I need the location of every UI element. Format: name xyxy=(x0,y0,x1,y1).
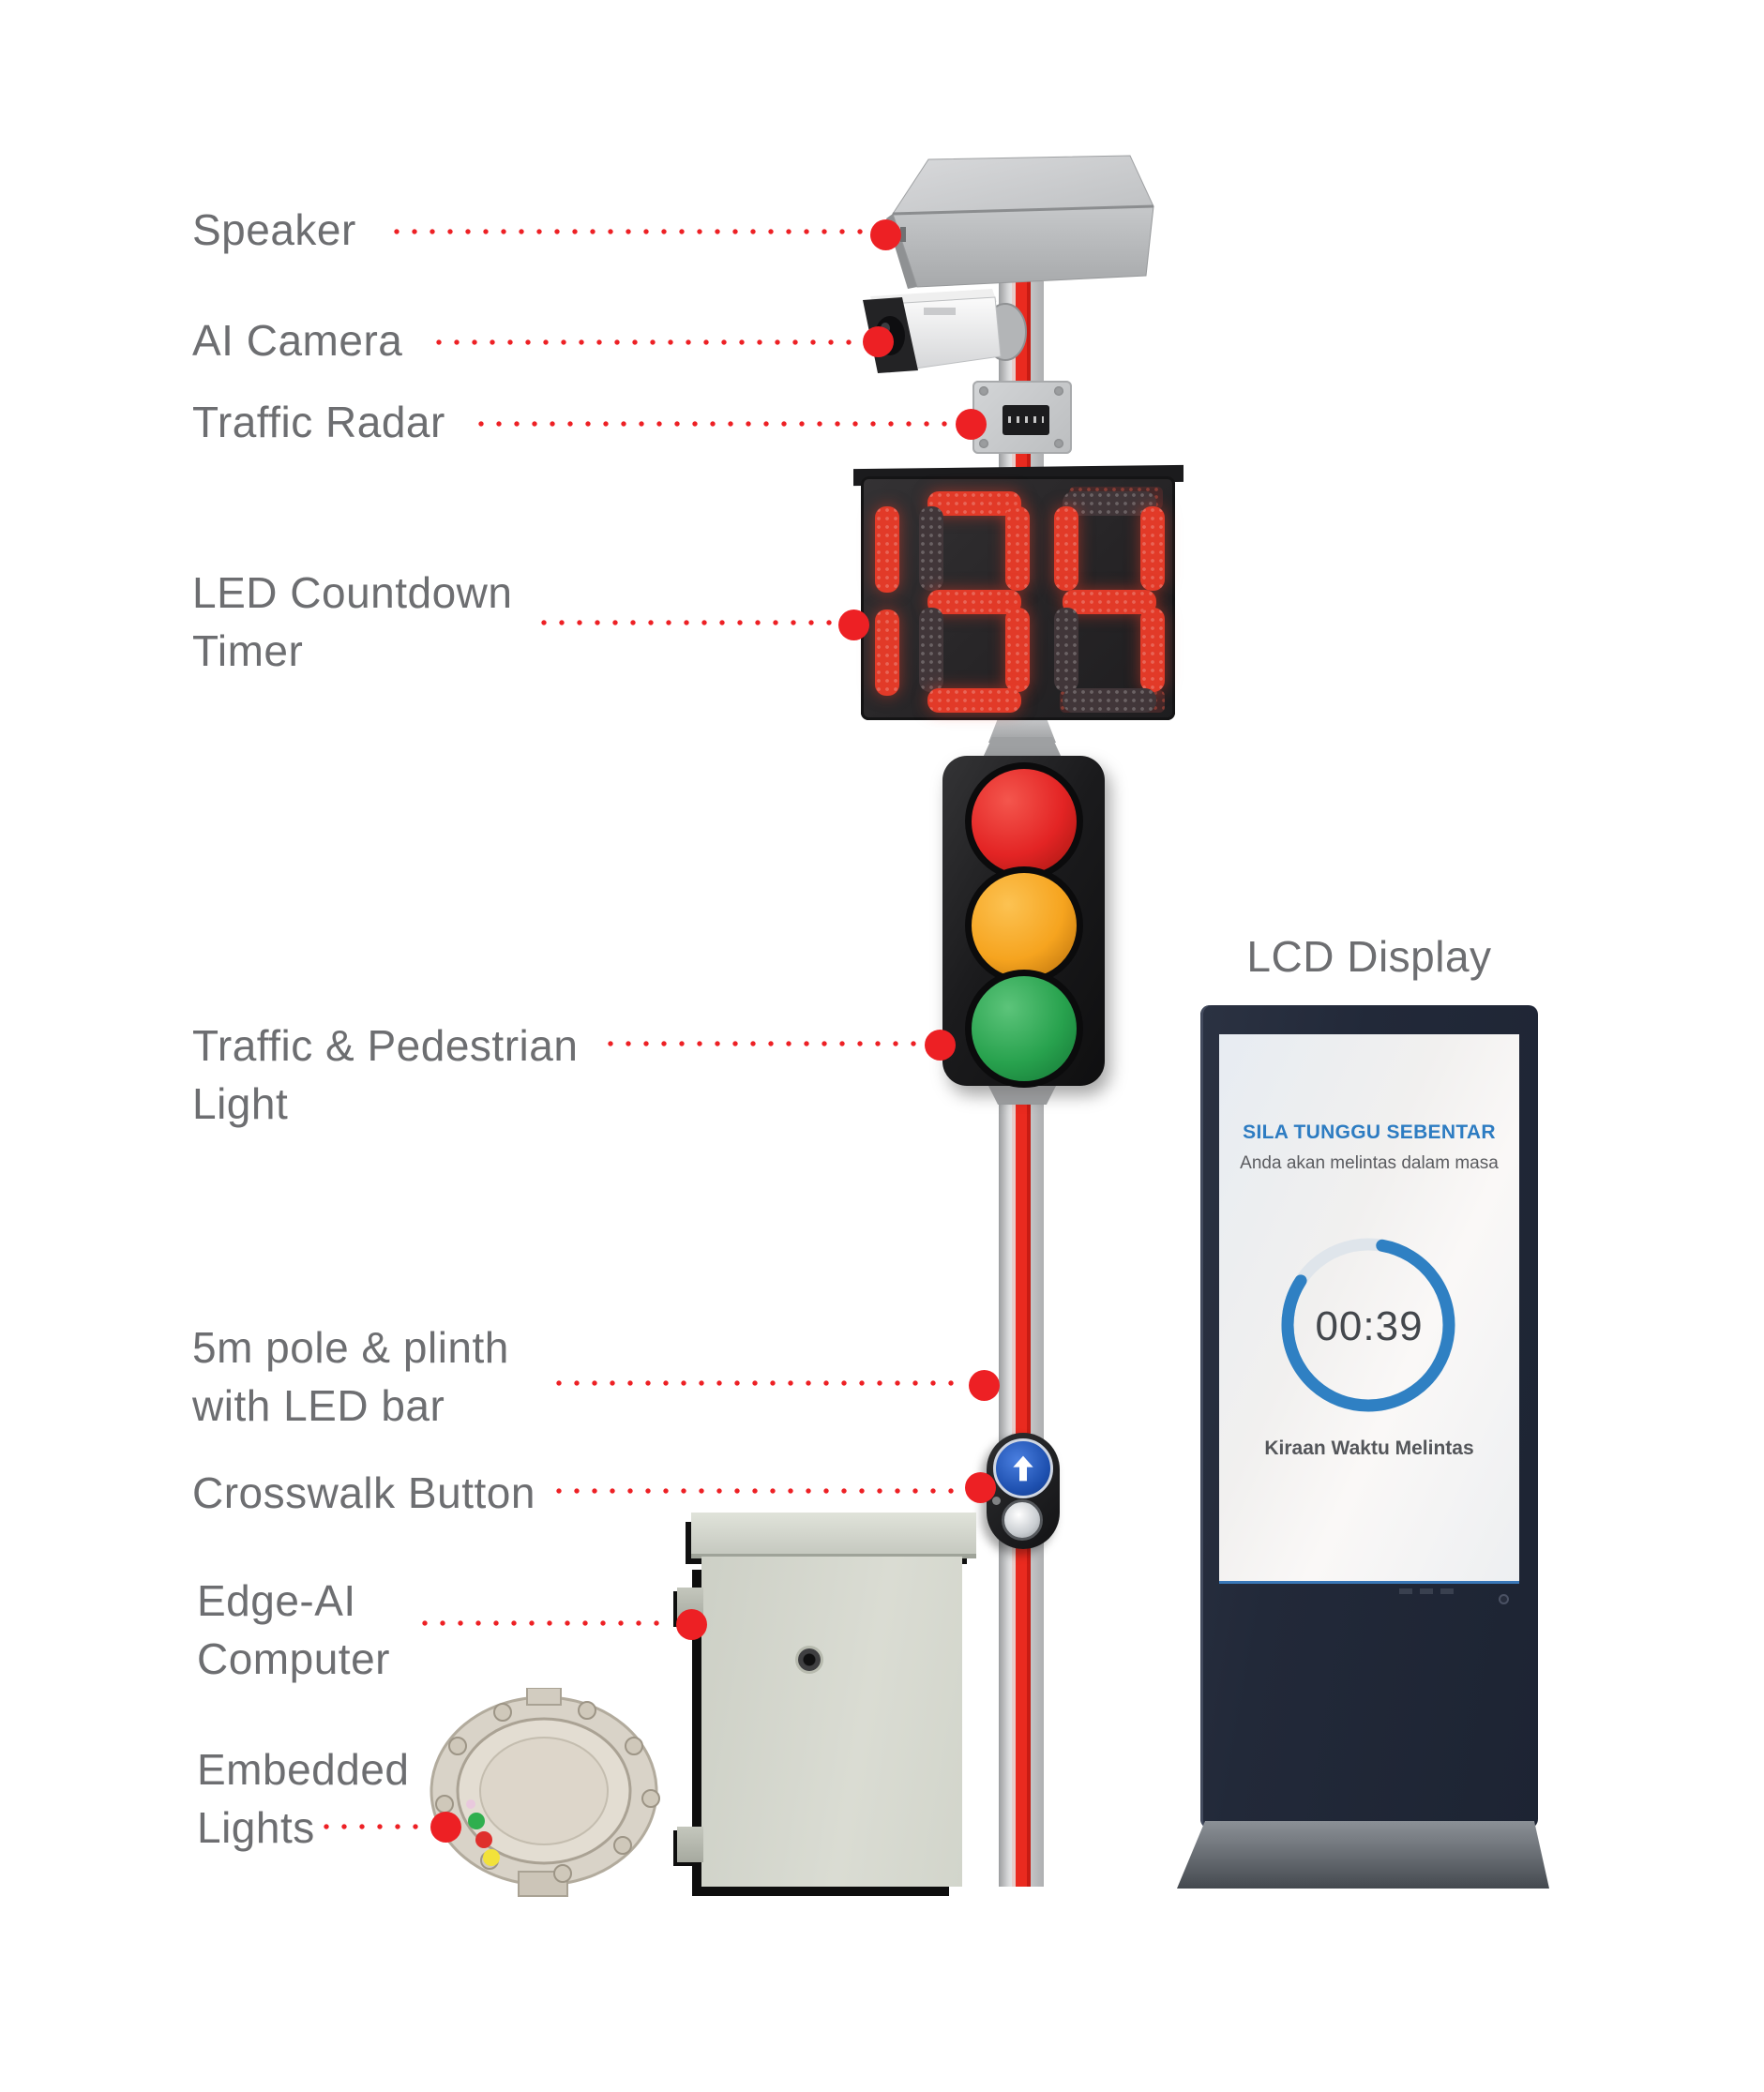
leader-crosswalk xyxy=(556,1488,958,1494)
kiosk-logo-icon xyxy=(1499,1594,1509,1604)
kiosk-vents xyxy=(1399,1588,1459,1594)
label-edge-ai-computer: Edge-AI Computer xyxy=(197,1572,390,1688)
countdown-ring xyxy=(1281,1238,1455,1412)
label-crosswalk-button: Crosswalk Button xyxy=(192,1468,535,1517)
cabinet-hinge xyxy=(677,1827,703,1862)
label-line: Light xyxy=(192,1079,289,1128)
label-line: Embedded xyxy=(197,1745,410,1794)
countdown-digit-1-segment xyxy=(875,610,899,696)
countdown-digit-3 xyxy=(919,491,1030,713)
label-pole: 5m pole & plinth with LED bar xyxy=(192,1318,509,1435)
speaker-box xyxy=(886,155,1154,289)
radar-screw xyxy=(979,439,988,448)
label-line: Timer xyxy=(192,626,304,675)
red-dot-led-countdown xyxy=(838,610,869,640)
red-dot-speaker xyxy=(870,219,901,250)
green-light xyxy=(965,970,1083,1088)
label-traffic-radar: Traffic Radar xyxy=(192,398,445,446)
speaker-vent xyxy=(900,227,906,242)
screen-subtext: Anda akan melintas dalam masa xyxy=(1240,1153,1499,1173)
screen-header: SILA TUNGGU SEBENTAR xyxy=(1243,1121,1496,1143)
kiosk-base xyxy=(1177,1821,1549,1889)
label-line: Lights xyxy=(197,1803,315,1852)
screen-caption: Kiraan Waktu Melintas xyxy=(1264,1437,1474,1459)
status-leds xyxy=(466,1799,500,1866)
leader-ai-camera xyxy=(436,339,858,345)
lcd-screen xyxy=(1219,1034,1519,1584)
up-arrow-icon xyxy=(1013,1455,1033,1482)
red-dot-traffic-radar xyxy=(956,409,987,440)
label-traffic-pedestrian-light: Traffic & Pedestrian Light xyxy=(192,1016,578,1133)
cabinet-lock xyxy=(798,1648,821,1671)
amber-light xyxy=(965,866,1083,985)
cabinet-top xyxy=(691,1513,976,1558)
label-speaker: Speaker xyxy=(192,205,356,254)
embedded-light xyxy=(430,1688,660,1897)
crosswalk-screw xyxy=(992,1497,1001,1505)
red-dot-crosswalk xyxy=(965,1472,996,1503)
leader-speaker xyxy=(394,229,867,234)
red-dot-traffic-light xyxy=(925,1030,956,1061)
radar-screw xyxy=(1054,439,1063,448)
countdown-digit-4 xyxy=(1054,491,1165,713)
red-light xyxy=(965,762,1083,880)
puck-screws xyxy=(435,1701,660,1883)
lcd-display-title: LCD Display xyxy=(1246,932,1492,981)
traffic-light-cap xyxy=(983,737,1062,758)
label-line: 5m pole & plinth xyxy=(192,1323,509,1372)
edge-ai-cabinet xyxy=(701,1557,962,1887)
pole-joint-lower xyxy=(988,1086,1056,1105)
radar-screw xyxy=(979,386,988,396)
label-led-countdown: LED Countdown Timer xyxy=(192,564,512,680)
radar-label-plate xyxy=(1003,405,1049,435)
crosswalk-push-button xyxy=(1002,1499,1043,1541)
leader-embedded-lights xyxy=(324,1824,424,1829)
red-dot-ai-camera xyxy=(863,326,894,357)
puck-tab xyxy=(526,1688,562,1706)
label-line: Traffic & Pedestrian xyxy=(192,1021,579,1070)
radar-screw xyxy=(1054,386,1063,396)
red-dot-edge-ai xyxy=(676,1609,707,1640)
label-line: Edge-AI xyxy=(197,1576,356,1625)
leader-led-countdown xyxy=(541,620,833,625)
label-embedded-lights: Embedded Lights xyxy=(197,1740,410,1857)
label-line: with LED bar xyxy=(192,1381,445,1430)
leader-pole xyxy=(556,1380,964,1386)
leader-edge-ai xyxy=(422,1620,671,1626)
countdown-digit-1-segment xyxy=(875,506,899,593)
label-ai-camera: AI Camera xyxy=(192,316,403,365)
screen-timer: 00:39 xyxy=(1315,1303,1424,1349)
pedestrian-sign xyxy=(993,1438,1053,1498)
red-dot-pole xyxy=(969,1370,1000,1401)
leader-traffic-radar xyxy=(478,421,947,427)
label-line: Computer xyxy=(197,1634,390,1683)
leader-traffic-light xyxy=(608,1041,921,1046)
red-dot-embedded-lights xyxy=(430,1812,461,1843)
label-line: LED Countdown xyxy=(192,568,513,617)
